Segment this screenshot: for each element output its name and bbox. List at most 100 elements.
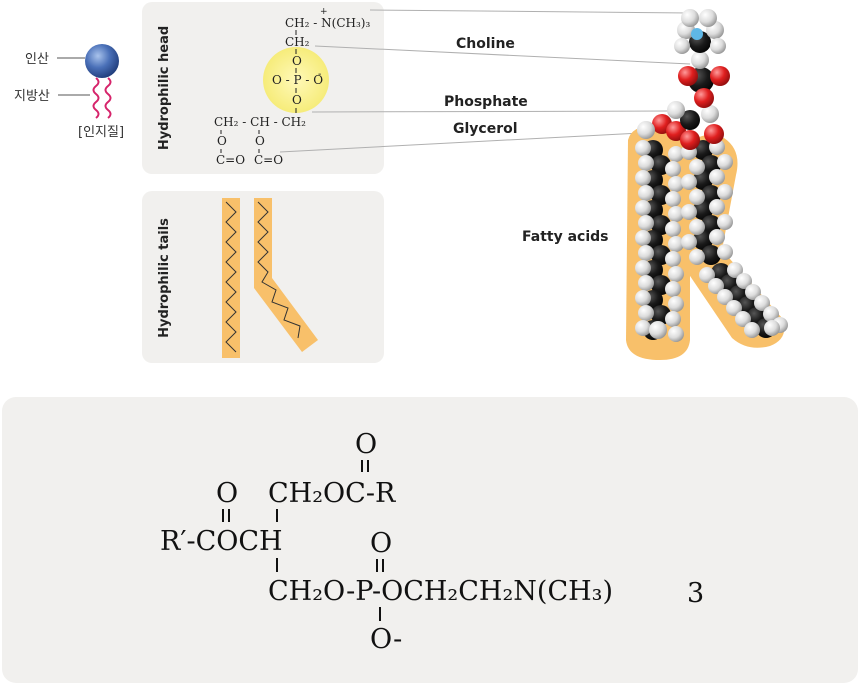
structural-formula: O O CH₂OC-R R′-COCH O CH₂O-P-OCH₂CH₂N(CH… [160,429,704,655]
hydrogen-atom [649,321,667,339]
atom-group [635,9,788,342]
hydrogen-atom [635,170,651,186]
hydrogen-atom [710,38,726,54]
formula-line-8b: C=O [254,153,283,167]
hydrogen-atom [717,154,733,170]
space-filling-model [626,9,788,360]
oxygen-atom [694,88,714,108]
hydrogen-atom [638,275,654,291]
hydrogen-atom [635,140,651,156]
hydrogen-atom [665,281,681,297]
hydrogen-atom [635,290,651,306]
hydrogen-atom [708,278,724,294]
tail-panel-title: Hydrophilic tails [157,218,172,338]
hydrogen-atom [681,234,697,250]
carbon-atom [693,230,713,250]
sf-row1-chain: CH₂OC-R [268,478,396,509]
hydrogen-atom [754,295,770,311]
formula-line-7b: O [255,134,265,148]
tail-straight-zigzag [225,201,237,353]
hydrogen-atom [637,121,655,139]
leader-choline-top [369,9,691,14]
label-phosphate: Phosphate [444,94,528,110]
leader-phosphate [311,110,671,113]
label-choline: Choline [456,36,515,52]
hydrogen-atom [638,155,654,171]
nitrogen-atom [691,28,703,40]
sf-o-top: O [355,429,377,460]
formula-line-1-charge: + [320,7,328,17]
legend-head-sphere [85,44,119,78]
hydrogen-atom [638,185,654,201]
formula-line-2: CH₂ [285,35,310,49]
hydrogen-atom [665,251,681,267]
sf-row4: O- [370,624,402,655]
hydrogen-atom [667,101,685,119]
hydrogen-atom [744,322,760,338]
hydrogen-atom [726,300,742,316]
hydrogen-atom [665,311,681,327]
oxygen-atom [678,66,698,86]
hydrogen-atom [638,215,654,231]
oxygen-atom [704,124,724,144]
hydrogen-atom [689,159,705,175]
legend: 인산 지방산 [인지질] [14,44,124,140]
hydrogen-atom [665,161,681,177]
label-fatty-acids: Fatty acids [522,229,608,245]
hydrogen-atom [709,229,725,245]
hydrogen-atom [668,206,684,222]
hydrogen-atom [764,320,780,336]
tail-straight [222,198,240,358]
phosphate-highlight [263,47,329,113]
sf-row2-chain: R′-COCH [160,526,283,557]
hydrogen-atom [689,189,705,205]
part-labels: Choline Phosphate Glycerol Fatty acids [444,36,608,245]
hydrogen-atom [717,184,733,200]
hydrogen-atom [635,200,651,216]
legend-tail-label: 지방산 [14,89,50,104]
sf-row3-sub: 3 [687,578,704,609]
hydrogen-atom [717,289,733,305]
hydrogen-atom [681,9,699,27]
head-panel-bg [142,2,384,174]
hydrogen-atom [763,306,779,322]
structural-formula-panel: O O CH₂OC-R R′-COCH O CH₂O-P-OCH₂CH₂N(CH… [2,397,858,683]
leader-glycerol [279,132,641,153]
head-panel: Hydrophilic head CH₂ - N(CH₃)₃ + CH₂ O O… [142,2,384,174]
hydrogen-atom [699,9,717,27]
carbon-atom [680,110,700,130]
legend-caption: [인지질] [78,125,124,140]
hydrogen-atom [717,214,733,230]
tail-kinked [254,198,318,352]
formula-line-1: CH₂ - N(CH₃)₃ [285,16,370,30]
label-glycerol: Glycerol [453,121,518,137]
hydrogen-atom [668,236,684,252]
formula-line-3: O [292,54,302,68]
carbon-atom [693,200,713,220]
head-panel-title: Hydrophilic head [157,26,172,150]
sf-row3-chain: CH₂O-P-OCH₂CH₂N(CH₃) [268,576,613,607]
sf-row2-o: O [370,528,392,559]
hydrogen-atom [691,51,709,69]
hydrogen-atom [635,320,651,336]
hydrogen-atom [727,262,743,278]
hydrogen-atom [665,191,681,207]
legend-head-label: 인산 [25,52,49,67]
hydrogen-atom [668,326,684,342]
hydrogen-atom [668,296,684,312]
hydrogen-atom [635,230,651,246]
hydrogen-atom [665,221,681,237]
formula-line-4: O - P - O [272,73,323,87]
legend-tail-squiggle-left [92,77,100,119]
hydrogen-atom [668,146,684,162]
oxygen-atom [680,130,700,150]
hydrogen-atom [638,305,654,321]
hydrogen-atom [668,176,684,192]
formula-line-6: CH₂ - CH - CH₂ [214,115,306,129]
hydrogen-atom [668,266,684,282]
hydrogen-atom [701,105,719,123]
carbon-atom [701,245,721,265]
leader-lines [279,9,691,153]
leader-choline [314,45,691,65]
